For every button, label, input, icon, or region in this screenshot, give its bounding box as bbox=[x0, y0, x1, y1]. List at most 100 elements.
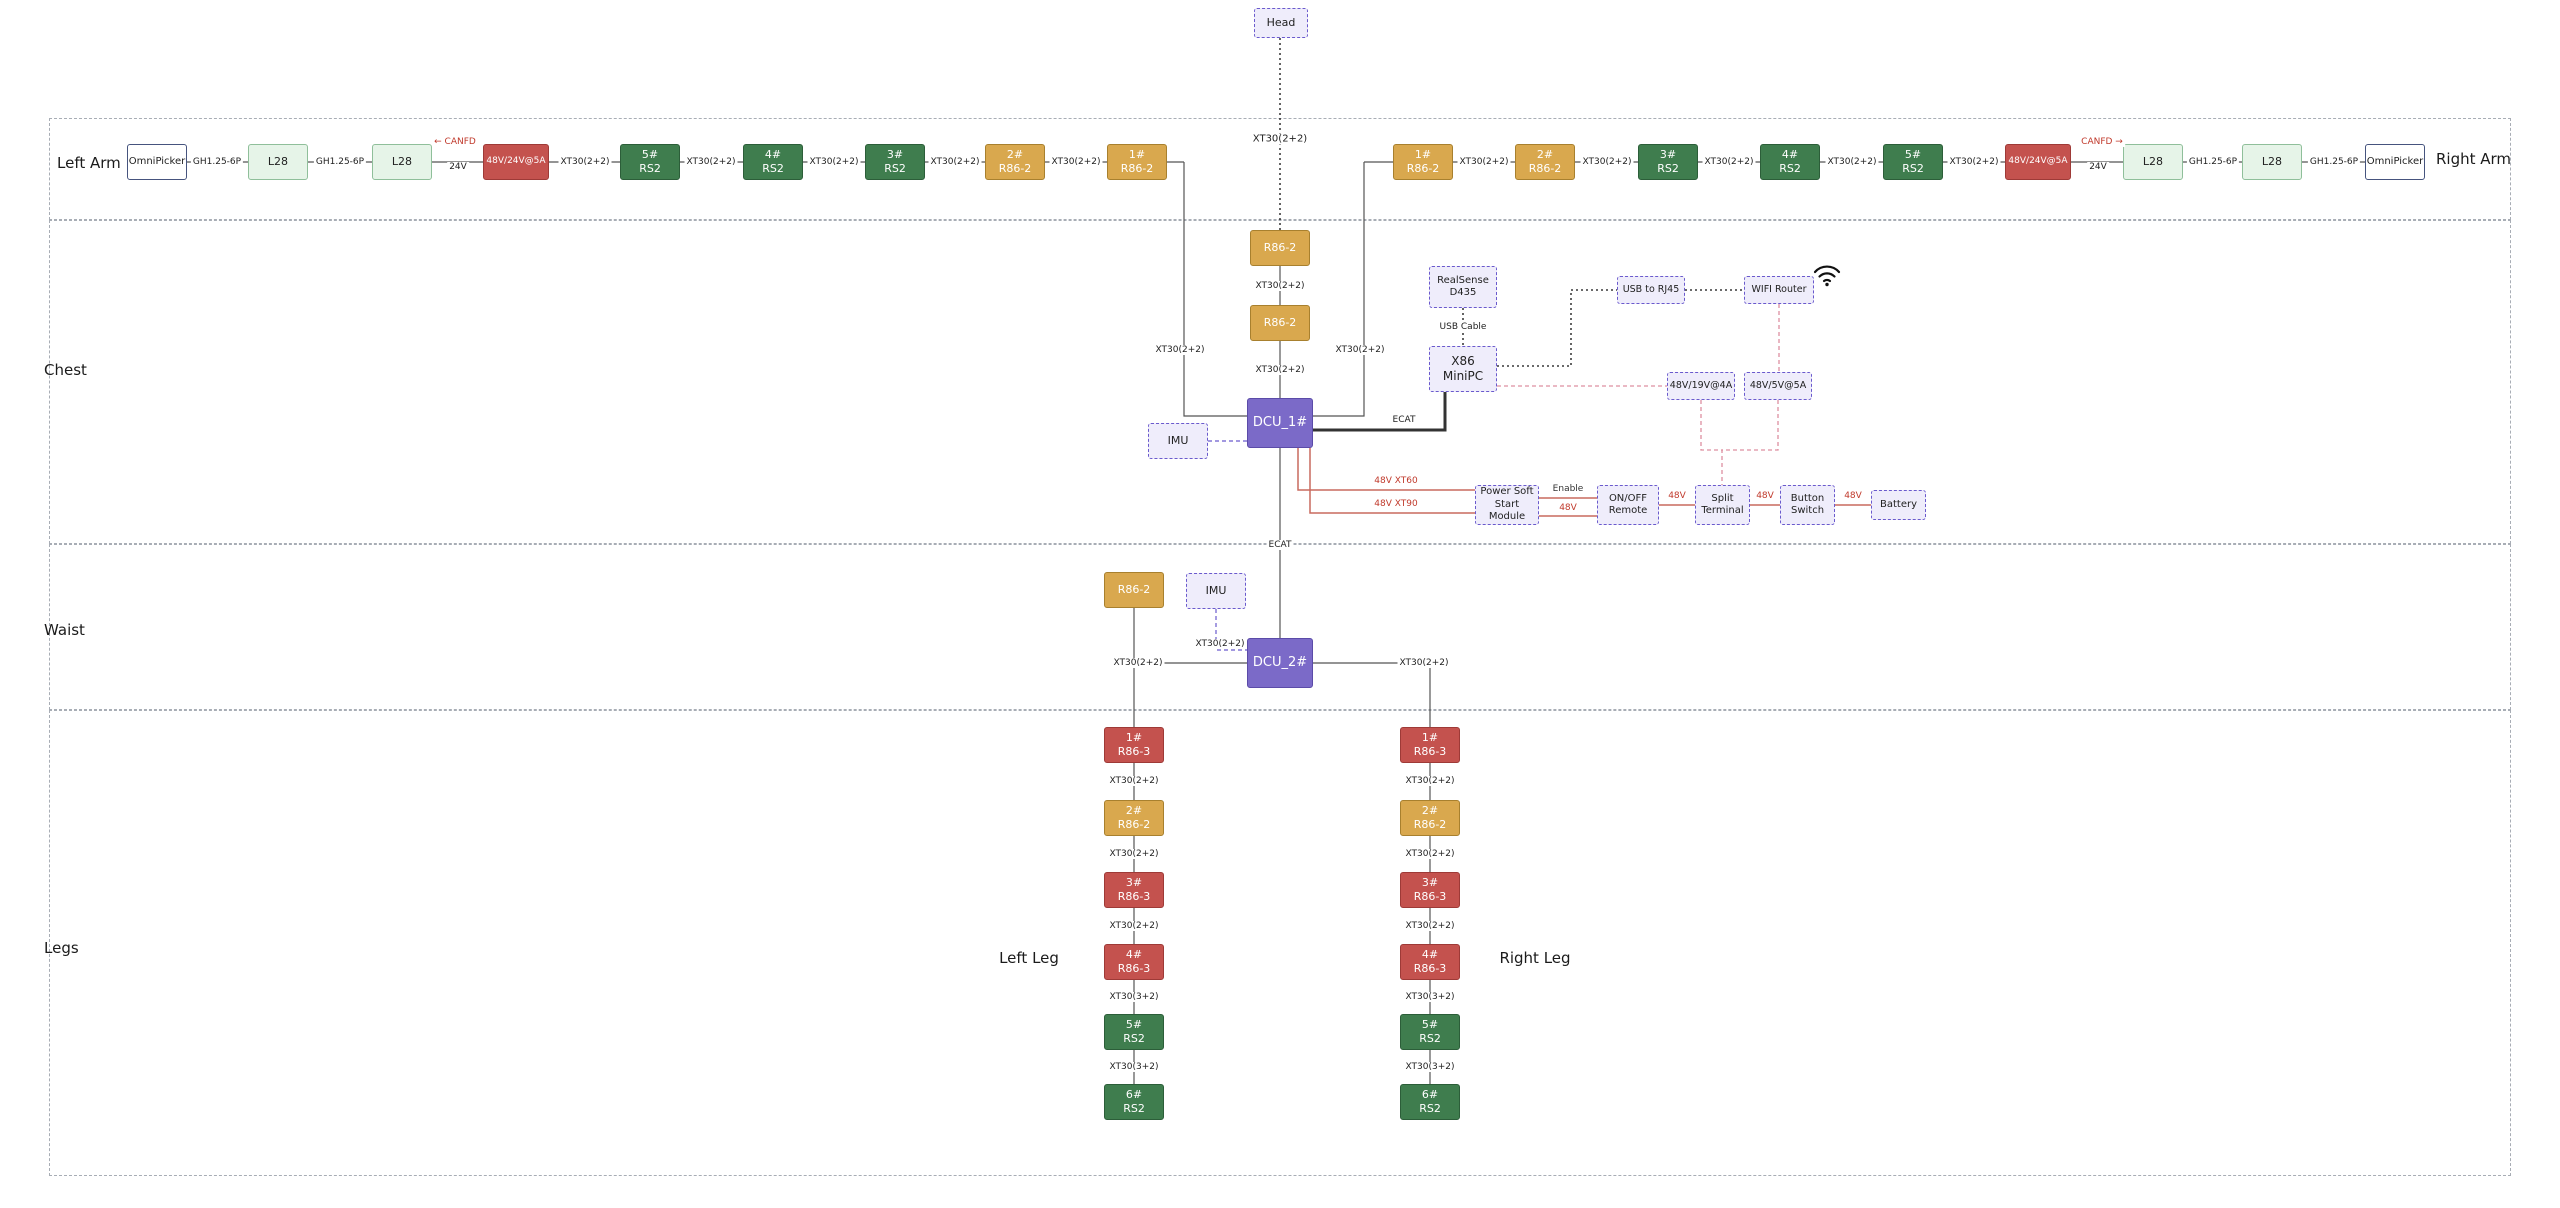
node-right-arm-joint3: 3# RS2 bbox=[1638, 144, 1698, 180]
edge-label-head-connector: XT30(2+2) bbox=[1250, 133, 1310, 145]
node-label: 1# bbox=[1414, 148, 1432, 162]
edge-label: XT30(3+2) bbox=[1107, 1062, 1161, 1072]
node-left-leg-joint1: 1# R86-3 bbox=[1104, 727, 1164, 763]
edge-label-48v-xt90: 48V XT90 bbox=[1372, 499, 1420, 509]
node-dcu-1: DCU_1# bbox=[1247, 398, 1313, 448]
node-left-leg-joint6: 6# RS2 bbox=[1104, 1084, 1164, 1120]
wifi-icon bbox=[1813, 265, 1841, 287]
section-label-left-arm: Left Arm bbox=[57, 154, 121, 172]
node-label: 48V/5V@5A bbox=[1749, 380, 1807, 392]
node-label: 2# bbox=[1421, 804, 1439, 818]
node-right-arm-l28-b: L28 bbox=[2242, 144, 2302, 180]
edge-label: XT30(3+2) bbox=[1403, 1062, 1457, 1072]
label-left-leg: Left Leg bbox=[999, 949, 1059, 967]
node-label: Button bbox=[1790, 492, 1825, 504]
section-label-right-arm: Right Arm bbox=[2436, 150, 2512, 168]
edge-label: GH1.25-6P bbox=[2307, 157, 2361, 167]
edge-label: GH1.25-6P bbox=[2186, 157, 2240, 167]
edge-label-ecat-waist: ECAT bbox=[1266, 540, 1294, 550]
edge-label: XT30(2+2) bbox=[1107, 849, 1161, 859]
edge-label: XT30(2+2) bbox=[684, 157, 738, 167]
edge-label: XT30(3+2) bbox=[1107, 992, 1161, 1002]
edge-label: XT30(2+2) bbox=[928, 157, 982, 167]
node-left-arm-omnipicker: OmniPicker bbox=[127, 144, 187, 180]
node-label: RS2 bbox=[762, 162, 784, 175]
node-left-leg-joint3: 3# R86-3 bbox=[1104, 872, 1164, 908]
node-label: DCU_1# bbox=[1252, 414, 1308, 430]
node-right-arm-joint1: 1# R86-2 bbox=[1393, 144, 1453, 180]
node-left-arm-joint3: 3# RS2 bbox=[865, 144, 925, 180]
node-label: 1# bbox=[1125, 731, 1143, 745]
edge-label-usb-cable: USB Cable bbox=[1437, 322, 1489, 332]
node-label: Start Module bbox=[1488, 498, 1526, 523]
edge-label: XT30(2+2) bbox=[558, 157, 612, 167]
node-label: WIFI Router bbox=[1751, 284, 1807, 296]
node-label: L28 bbox=[267, 155, 289, 169]
node-label: RS2 bbox=[1123, 1032, 1145, 1045]
node-label: R86-3 bbox=[1413, 962, 1447, 975]
node-label: Battery bbox=[1879, 498, 1917, 510]
node-label: R86-3 bbox=[1117, 890, 1151, 903]
edge-label: XT30(2+2) bbox=[1107, 921, 1161, 931]
edge-label: XT30(2+2) bbox=[1253, 365, 1307, 375]
edge-label: XT30(2+2) bbox=[1049, 157, 1103, 167]
node-chest-r86-upper: R86-2 bbox=[1250, 230, 1310, 266]
node-label: 5# bbox=[1421, 1018, 1439, 1032]
edge-label: XT30(2+2) bbox=[1403, 776, 1457, 786]
node-chest-r86-lower: R86-2 bbox=[1250, 305, 1310, 341]
node-label: USB to RJ45 bbox=[1622, 284, 1680, 296]
node-label: 3# bbox=[886, 148, 904, 162]
node-left-arm-joint1: 1# R86-2 bbox=[1107, 144, 1167, 180]
node-left-arm-dcdc-48v-24v: 48V/24V@5A bbox=[483, 144, 549, 180]
node-label: D435 bbox=[1449, 287, 1477, 298]
edge-label: XT30(2+2) bbox=[1457, 157, 1511, 167]
node-label: IMU bbox=[1205, 584, 1227, 598]
node-label: OmniPicker bbox=[128, 155, 186, 167]
edge-label: XT30(2+2) bbox=[1825, 157, 1879, 167]
edge-label-canfd-right: CANFD → bbox=[2079, 137, 2125, 147]
node-chest-imu: IMU bbox=[1148, 423, 1208, 459]
node-label: R86-2 bbox=[1117, 818, 1151, 831]
edge-label: XT30(2+2) bbox=[1947, 157, 2001, 167]
node-label: 3# bbox=[1421, 876, 1439, 890]
node-left-leg-joint2: 2# R86-2 bbox=[1104, 800, 1164, 836]
node-label: Terminal bbox=[1701, 505, 1744, 516]
edge-label: XT30(2+2) bbox=[1397, 658, 1451, 668]
node-split-terminal: Split Terminal bbox=[1695, 485, 1750, 525]
node-label: RS2 bbox=[1779, 162, 1801, 175]
edge-label-48v-xt60: 48V XT60 bbox=[1372, 476, 1420, 486]
node-label: RS2 bbox=[639, 162, 661, 175]
node-right-arm-dcdc-48v-24v: 48V/24V@5A bbox=[2005, 144, 2071, 180]
node-left-leg-joint5: 5# RS2 bbox=[1104, 1014, 1164, 1050]
section-label-waist: Waist bbox=[44, 621, 85, 639]
node-label: 3# bbox=[1125, 876, 1143, 890]
node-label: 48V/24V@5A bbox=[486, 156, 546, 167]
node-label: Switch bbox=[1790, 505, 1825, 516]
edge-label-48v: 48V bbox=[1754, 491, 1776, 501]
node-label: R86-2 bbox=[1263, 316, 1297, 330]
node-label: 2# bbox=[1125, 804, 1143, 818]
node-label: L28 bbox=[2142, 155, 2164, 169]
node-right-leg-joint3: 3# R86-3 bbox=[1400, 872, 1460, 908]
edge-label-48v: 48V bbox=[1842, 491, 1864, 501]
edge-label: GH1.25-6P bbox=[313, 157, 367, 167]
node-waist-r86: R86-2 bbox=[1104, 572, 1164, 608]
node-onoff-remote: ON/OFF Remote bbox=[1597, 485, 1659, 525]
node-dcu-2: DCU_2# bbox=[1247, 638, 1313, 688]
node-label: 5# bbox=[641, 148, 659, 162]
edge-label: XT30(3+2) bbox=[1403, 992, 1457, 1002]
edge-label: XT30(2+2) bbox=[1403, 921, 1457, 931]
node-label: R86-2 bbox=[1120, 162, 1154, 175]
node-usb-to-rj45: USB to RJ45 bbox=[1617, 276, 1685, 304]
node-head-label: Head bbox=[1266, 16, 1296, 30]
edge-label: XT30(2+2) bbox=[807, 157, 861, 167]
edge-label: XT30(2+2) bbox=[1702, 157, 1756, 167]
node-button-switch: Button Switch bbox=[1780, 485, 1835, 525]
node-label: Split bbox=[1711, 492, 1734, 504]
node-label: 4# bbox=[1781, 148, 1799, 162]
node-label: R86-3 bbox=[1117, 962, 1151, 975]
node-right-leg-joint2: 2# R86-2 bbox=[1400, 800, 1460, 836]
node-right-arm-l28-a: L28 bbox=[2123, 144, 2183, 180]
node-label: RS2 bbox=[1657, 162, 1679, 175]
